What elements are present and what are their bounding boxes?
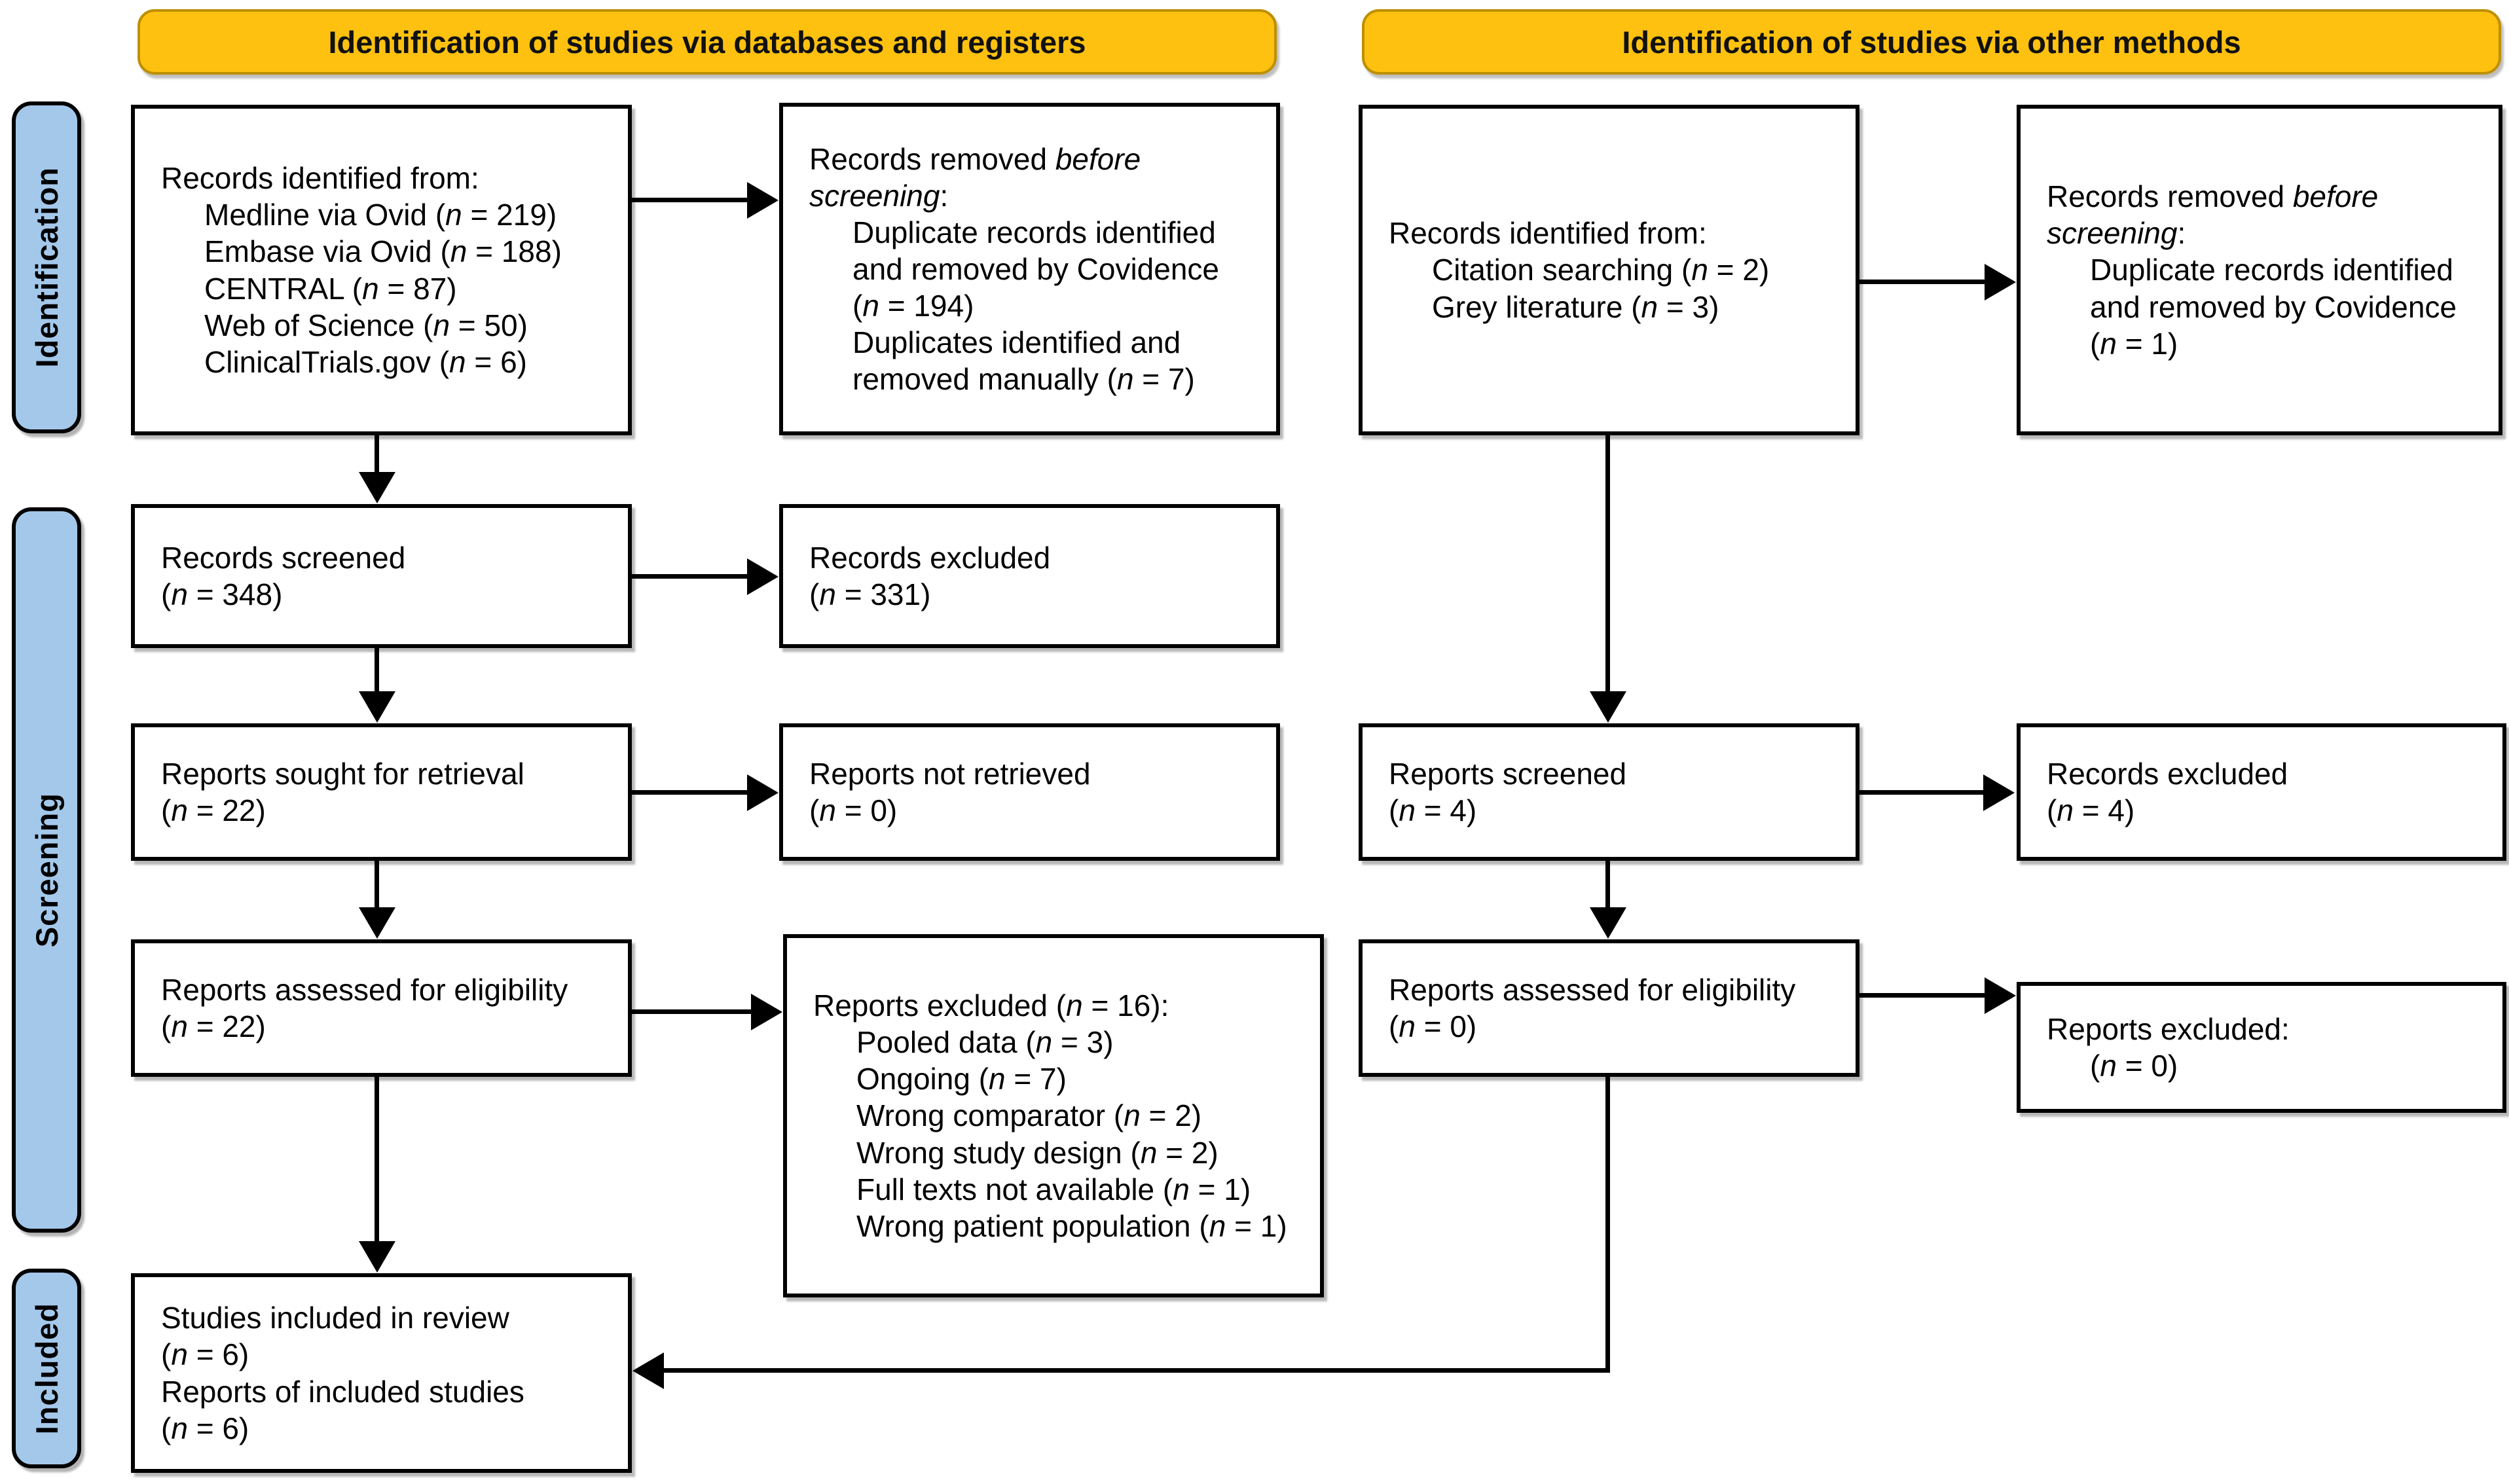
box-records-identified-databases: Records identified from:Medline via Ovid… bbox=[131, 105, 632, 435]
box-line: (n = 4) bbox=[2047, 793, 2135, 827]
box-line: (n = 348) bbox=[161, 577, 283, 611]
box-line: Reports excluded (n = 16): bbox=[813, 988, 1169, 1023]
box-line: Reports sought for retrieval bbox=[161, 756, 524, 791]
arrow-sought-to-not-retrieved bbox=[632, 790, 748, 795]
box-line: (n = 6) bbox=[161, 1411, 249, 1445]
box-line: Records removed before screening: bbox=[2047, 179, 2379, 251]
arrow-other-to-included-vertical bbox=[1605, 1077, 1610, 1373]
box-line: Duplicates identified and removed manual… bbox=[852, 325, 1195, 397]
arrow-identified-down-screened bbox=[375, 435, 379, 473]
box-line: (n = 0) bbox=[1389, 1009, 1477, 1043]
box-reports-excluded-other: Reports excluded:(n = 0) bbox=[2017, 982, 2506, 1113]
banner-other-label: Identification of studies via other meth… bbox=[1622, 24, 2241, 60]
box-line: ClinicalTrials.gov (n = 6) bbox=[204, 344, 527, 379]
stage-identification-label: Identification bbox=[29, 167, 64, 368]
box-reports-assessed-other: Reports assessed for eligibility(n = 0) bbox=[1359, 939, 1859, 1077]
box-records-screened: Records screened(n = 348) bbox=[131, 504, 632, 648]
box-reports-not-retrieved: Reports not retrieved(n = 0) bbox=[779, 723, 1280, 861]
box-line: CENTRAL (n = 87) bbox=[204, 271, 457, 306]
arrow-assessed-to-excluded-reasons bbox=[632, 1009, 752, 1014]
box-line: Records screened bbox=[161, 540, 406, 575]
box-line: (n = 0) bbox=[2090, 1049, 2178, 1083]
box-line: (n = 0) bbox=[809, 793, 898, 827]
box-line: Grey literature (n = 3) bbox=[1432, 289, 1719, 324]
arrow-screened-other-down-assessed bbox=[1605, 861, 1610, 908]
box-line: Reports assessed for eligibility bbox=[1389, 972, 1796, 1007]
box-reports-assessed: Reports assessed for eligibility(n = 22) bbox=[131, 939, 632, 1077]
box-reports-excluded-reasons: Reports excluded (n = 16):Pooled data (n… bbox=[783, 934, 1324, 1297]
box-line: Citation searching (n = 2) bbox=[1432, 253, 1770, 287]
box-line: Wrong patient population (n = 1) bbox=[856, 1208, 1287, 1243]
box-line: Studies included in review bbox=[161, 1301, 509, 1335]
stage-included-label: Included bbox=[29, 1302, 64, 1435]
box-records-removed-other: Records removed before screening:Duplica… bbox=[2017, 105, 2502, 435]
box-line: (n = 6) bbox=[161, 1337, 249, 1372]
box-line: Records identified from: bbox=[1389, 216, 1707, 251]
arrow-other-to-included-horizontal bbox=[663, 1368, 1610, 1373]
banner-other-methods: Identification of studies via other meth… bbox=[1362, 9, 2501, 75]
banner-databases-label: Identification of studies via databases … bbox=[328, 24, 1086, 60]
box-line: (n = 1) bbox=[2090, 326, 2178, 361]
box-line: (n = 4) bbox=[1389, 793, 1477, 827]
arrow-screened-other-to-excluded bbox=[1859, 790, 1984, 795]
box-line: (n = 22) bbox=[161, 793, 266, 827]
box-line: Records excluded bbox=[809, 540, 1051, 575]
stage-screening: Screening bbox=[12, 507, 81, 1233]
box-line: Reports assessed for eligibility bbox=[161, 972, 568, 1007]
box-line: Wrong study design (n = 2) bbox=[856, 1135, 1218, 1170]
box-records-excluded-other: Records excluded(n = 4) bbox=[2017, 723, 2506, 861]
box-line: Reports screened bbox=[1389, 756, 1627, 791]
arrow-identified-other-down-screened bbox=[1605, 435, 1610, 692]
arrow-assessed-down-included bbox=[375, 1077, 379, 1242]
arrow-assessed-other-to-excluded bbox=[1859, 993, 1985, 998]
banner-databases-registers: Identification of studies via databases … bbox=[137, 9, 1277, 75]
box-records-removed-before-screening: Records removed before screening:Duplica… bbox=[779, 103, 1280, 435]
box-reports-sought: Reports sought for retrieval(n = 22) bbox=[131, 723, 632, 861]
box-line: Reports of included studies bbox=[161, 1374, 524, 1409]
box-line: Ongoing (n = 7) bbox=[856, 1062, 1067, 1096]
box-line: Records excluded bbox=[2047, 756, 2288, 791]
box-line: Reports not retrieved bbox=[809, 756, 1091, 791]
box-line: Duplicate records identified and removed… bbox=[852, 215, 1219, 286]
box-line: Reports excluded: bbox=[2047, 1011, 2290, 1046]
stage-screening-label: Screening bbox=[29, 792, 64, 948]
box-studies-included: Studies included in review(n = 6)Reports… bbox=[131, 1273, 632, 1473]
box-reports-screened-other: Reports screened(n = 4) bbox=[1359, 723, 1859, 861]
box-line: Records identified from: bbox=[161, 161, 479, 196]
box-line: Pooled data (n = 3) bbox=[856, 1025, 1114, 1060]
box-line: (n = 331) bbox=[809, 577, 931, 611]
box-line: Embase via Ovid (n = 188) bbox=[204, 234, 562, 269]
arrow-identified-other-to-removed bbox=[1859, 280, 1985, 284]
box-line: Full texts not available (n = 1) bbox=[856, 1172, 1251, 1206]
box-line: Medline via Ovid (n = 219) bbox=[204, 198, 557, 232]
box-line: (n = 22) bbox=[161, 1009, 266, 1043]
box-line: Duplicate records identified and removed… bbox=[2090, 253, 2457, 324]
stage-included: Included bbox=[12, 1269, 81, 1468]
box-line: (n = 194) bbox=[852, 289, 974, 323]
arrow-sought-down-assessed bbox=[375, 861, 379, 908]
box-line: Web of Science (n = 50) bbox=[204, 308, 528, 342]
arrow-identified-to-removed bbox=[632, 198, 748, 202]
box-line: Wrong comparator (n = 2) bbox=[856, 1098, 1202, 1133]
arrow-screened-to-excluded bbox=[632, 574, 748, 579]
box-line: Records removed before screening: bbox=[809, 141, 1141, 213]
box-records-excluded: Records excluded(n = 331) bbox=[779, 504, 1280, 648]
arrow-screened-down-sought bbox=[375, 648, 379, 692]
box-records-identified-other: Records identified from:Citation searchi… bbox=[1359, 105, 1859, 435]
stage-identification: Identification bbox=[12, 101, 81, 433]
